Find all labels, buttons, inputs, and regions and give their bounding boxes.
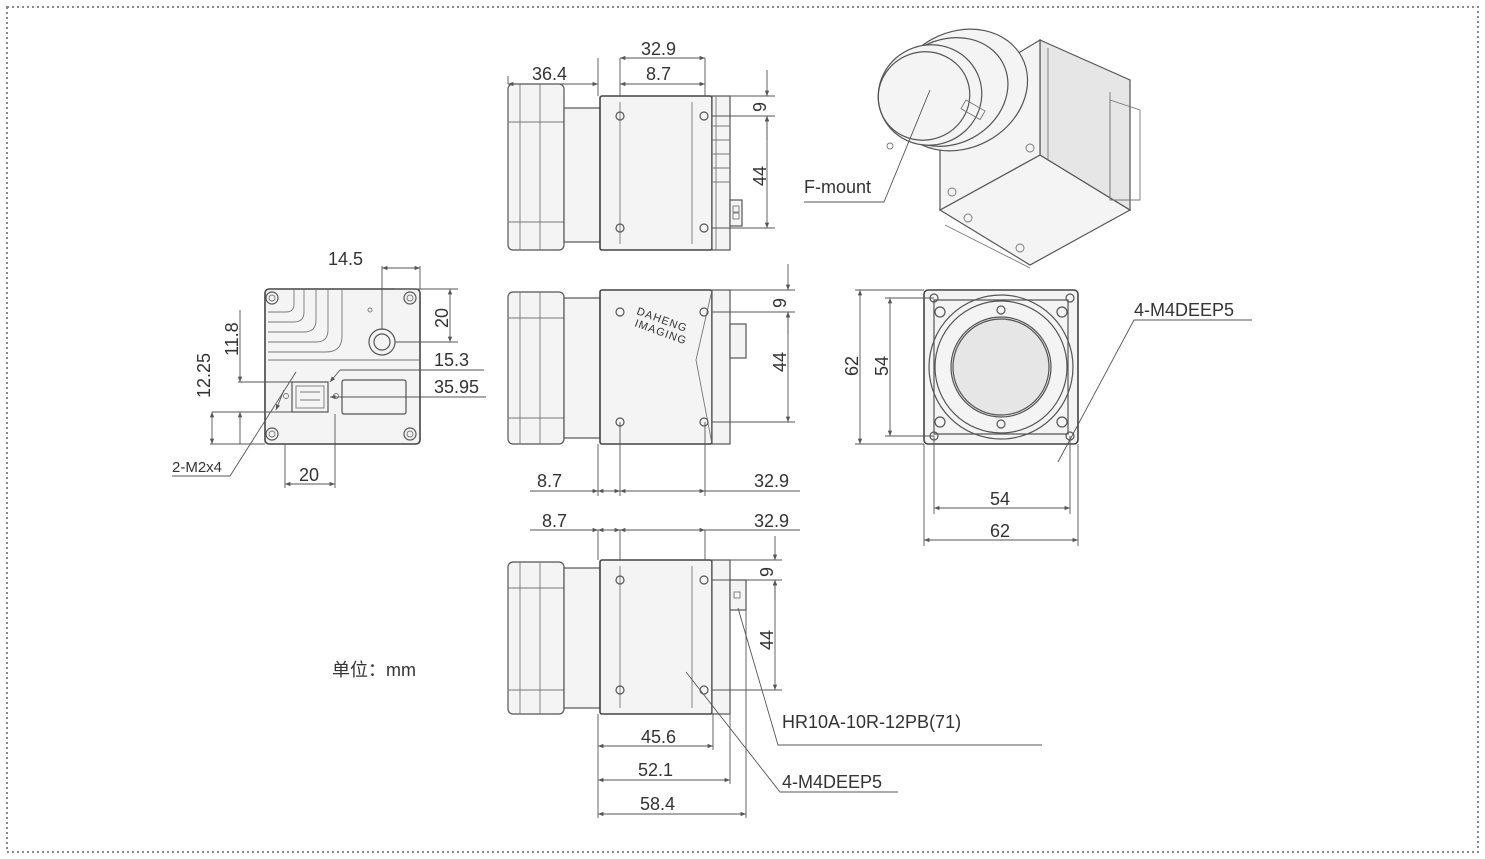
side-dim-44: 44 xyxy=(770,352,790,372)
front-thread-label: 4-M4DEEP5 xyxy=(1134,300,1234,320)
front-dim-54-vertical: 54 xyxy=(872,356,892,376)
top-dim-36.4: 36.4 xyxy=(532,64,567,84)
bottom-dim-9: 9 xyxy=(757,567,777,577)
drawing-frame xyxy=(6,6,1479,853)
back-dim-15.3: 15.3 xyxy=(434,350,469,370)
top-dim-9: 9 xyxy=(750,102,770,112)
back-dim-20-vertical: 20 xyxy=(432,308,452,328)
front-view: 62 54 54 62 4-M4DEEP5 xyxy=(842,289,1252,546)
side-dim-9: 9 xyxy=(770,298,790,308)
bottom-dim-52.1: 52.1 xyxy=(638,760,673,780)
front-dim-62-vertical: 62 xyxy=(842,356,862,376)
top-view: 32.9 36.4 8.7 9 44 xyxy=(507,39,775,251)
bottom-thread-label: 4-M4DEEP5 xyxy=(782,772,882,792)
back-dim-20-horizontal: 20 xyxy=(299,465,319,485)
side-dim-32.9: 32.9 xyxy=(754,471,789,491)
side-dim-8.7: 8.7 xyxy=(537,471,562,491)
top-dim-44: 44 xyxy=(750,166,770,186)
bottom-dim-44: 44 xyxy=(757,630,777,650)
front-dim-54-horizontal: 54 xyxy=(990,489,1010,509)
bottom-dim-32.9: 32.9 xyxy=(754,511,789,531)
bottom-connector-label: HR10A-10R-12PB(71) xyxy=(782,712,961,732)
back-dim-14.5: 14.5 xyxy=(328,249,363,269)
back-dim-12.25: 12.25 xyxy=(194,353,214,398)
bottom-dim-58.4: 58.4 xyxy=(640,794,675,814)
front-dim-62-horizontal: 62 xyxy=(990,521,1010,541)
back-view: 14.5 20 11.8 12.25 15.3 35.95 20 2-M2x4 xyxy=(172,249,486,488)
isometric-view: F-mount xyxy=(804,28,1141,269)
back-thread-label: 2-M2x4 xyxy=(172,459,222,476)
back-dim-35.95: 35.95 xyxy=(434,377,479,397)
bottom-view: 8.7 32.9 9 44 45.6 52.1 58.4 HR10A-10R-1… xyxy=(507,511,1042,818)
iso-mount-label: F-mount xyxy=(804,177,871,197)
bottom-dim-8.7: 8.7 xyxy=(542,511,567,531)
units-label: 单位：mm xyxy=(332,660,416,680)
side-view: DAHENG IMAGING 9 44 8.7 32.9 xyxy=(507,264,800,496)
bottom-dim-45.6: 45.6 xyxy=(641,727,676,747)
top-dim-8.7: 8.7 xyxy=(646,64,671,84)
top-dim-32.9: 32.9 xyxy=(641,39,676,59)
back-dim-11.8: 11.8 xyxy=(222,322,242,356)
